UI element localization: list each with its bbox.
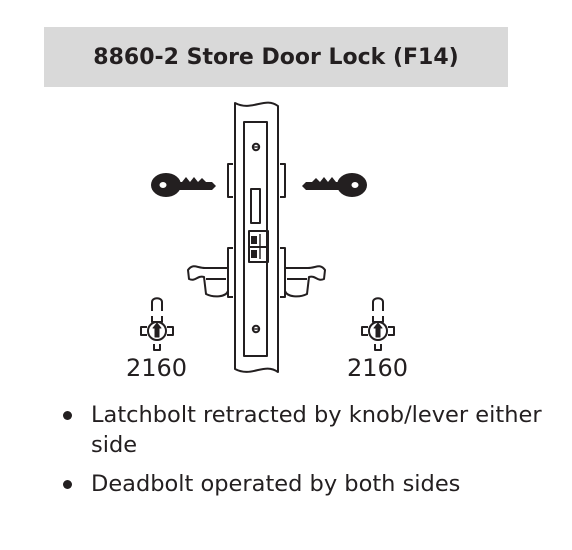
left-key-icon <box>151 173 216 197</box>
feature-list: Latchbolt retracted by knob/lever either… <box>60 400 560 508</box>
right-cylinder-icon <box>361 297 395 351</box>
list-item: Deadbolt operated by both sides <box>60 469 560 499</box>
lock-function-diagram <box>140 101 395 373</box>
list-item: Latchbolt retracted by knob/lever either… <box>60 400 560 460</box>
bullet-icon <box>63 480 72 489</box>
title-bar: 8860-2 Store Door Lock (F14) <box>44 27 508 87</box>
page-title: 8860-2 Store Door Lock (F14) <box>93 44 459 70</box>
right-key-icon <box>302 173 367 197</box>
right-lever-handle-icon <box>284 265 326 298</box>
feature-text: Deadbolt operated by both sides <box>91 471 461 497</box>
mortise-lock-body <box>227 101 286 373</box>
left-cylinder-icon <box>140 297 174 351</box>
right-cylinder-label: 2160 <box>347 354 409 382</box>
bullet-icon <box>63 411 72 420</box>
left-cylinder-label: 2160 <box>126 354 188 382</box>
feature-text: Latchbolt retracted by knob/lever either… <box>91 402 542 458</box>
left-lever-handle-icon <box>187 265 229 298</box>
